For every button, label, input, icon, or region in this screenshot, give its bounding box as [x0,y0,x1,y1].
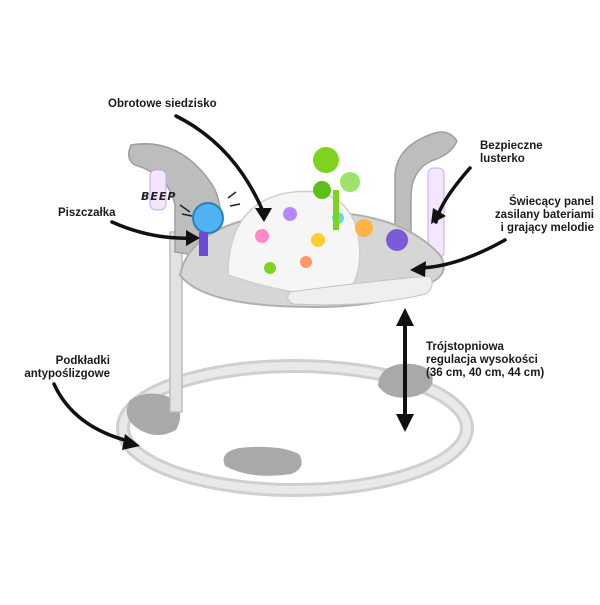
arrow-seat [174,114,266,216]
label-anti-slip-pads: Podkładki antypoślizgowe [24,355,110,380]
label-safety-mirror: Bezpieczne lusterko [480,140,543,165]
label-rotating-seat: Obrotowe siedzisko [108,98,217,110]
label-light-panel: Świecący panel zasilany bateriami i graj… [494,196,594,234]
beep-sound-lines [179,191,241,217]
height-arrow [396,308,414,432]
arrow-squeaker [110,220,196,240]
tree-toy [313,147,360,230]
rotating-seat [227,190,361,295]
base-ring [116,359,474,497]
bird-toy [355,219,408,251]
mirror-toy [192,202,224,256]
label-height-adjustment: Trójstopniowa regulacja wysokości (36 cm… [426,341,545,379]
pad-left [126,393,181,435]
arrow-pads [52,382,134,444]
beep-sound-text: BEEP [141,190,177,203]
right-arch [394,131,458,238]
pad-front [223,446,302,476]
support-pole [169,231,183,413]
light-panel [287,275,433,306]
callout-arrowheads [122,208,446,450]
label-squeaker: Piszczałka [58,207,116,219]
